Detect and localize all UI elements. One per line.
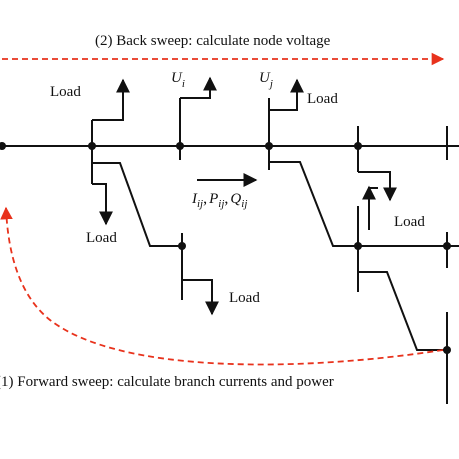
load-label-2: Load [86,230,117,246]
node-4 [354,126,397,230]
load-label-5: Load [394,214,425,230]
power-flow-label: Iij,Pij,Qij [191,190,247,210]
voltage-uj-label: Uj [259,70,273,90]
node-branch-load [178,233,219,316]
forward-sweep-arrow [0,206,444,366]
load-label-4: Load [307,91,338,107]
node-ui [176,76,217,160]
back-sweep-label: (2) Back sweep: calculate node voltage [95,33,331,49]
lower-branches [354,126,459,404]
voltage-ui-label: Ui [171,70,185,90]
forward-sweep-label: (1) Forward sweep: calculate branch curr… [0,374,334,390]
load-label-3: Load [229,290,260,306]
load-label-1: Load [50,84,81,100]
node-uj [265,78,360,247]
node-source [0,142,6,150]
node-1 [88,78,182,247]
